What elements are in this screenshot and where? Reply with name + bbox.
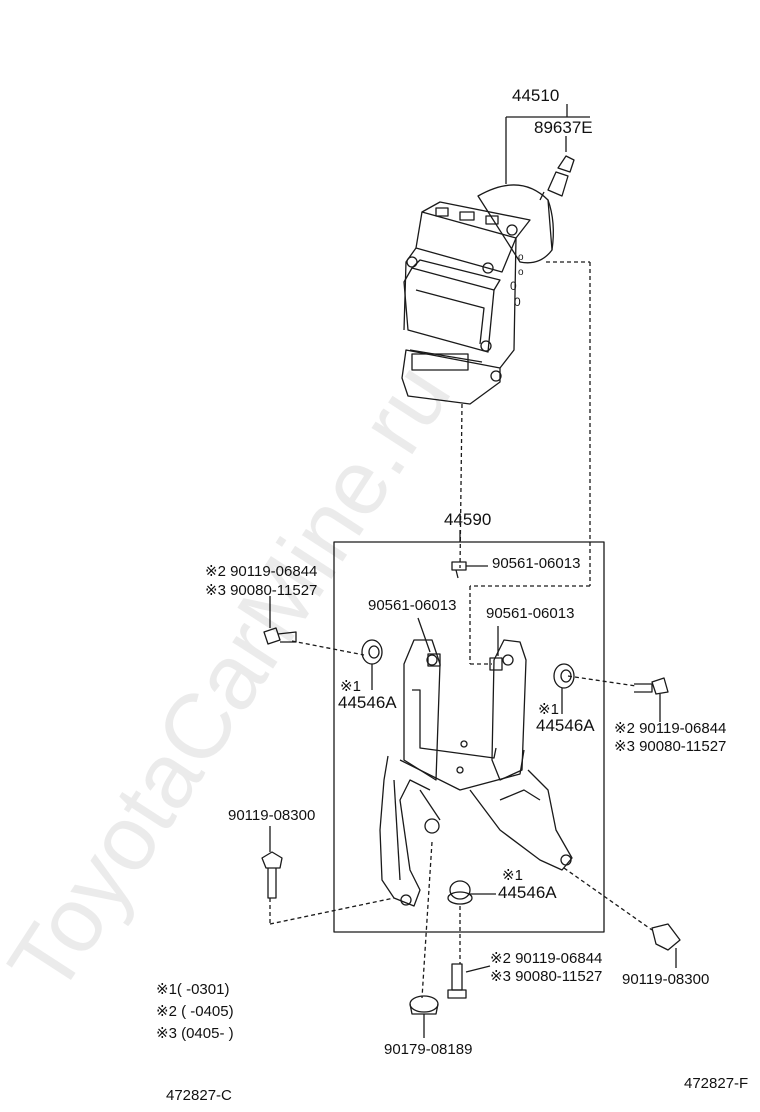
note-1: ※1( -0301) [156, 981, 230, 998]
right-bolt [634, 677, 669, 722]
footer-right-code: 472827-F [684, 1075, 749, 1092]
bracket-44590 [379, 639, 573, 907]
svg-text:o: o [518, 252, 524, 263]
label-right-bolt-2: ※3 90080-11527 [614, 738, 727, 755]
label-left-bolt-2: ※3 90080-11527 [205, 582, 318, 599]
right-nut [489, 626, 503, 671]
label-left-bolt-1: ※2 90119-06844 [205, 563, 318, 580]
label-right-grommet-mark: ※1 [538, 701, 559, 718]
label-left-grommet-mark: ※1 [340, 678, 361, 695]
left-bracket-bolt [261, 826, 283, 899]
label-left-nut: 90561-06013 [368, 597, 457, 614]
note-2: ※2 ( -0405) [156, 1003, 234, 1020]
label-right-bracket-bolt: 90119-08300 [622, 971, 710, 988]
label-left-grommet: 44546A [338, 693, 397, 712]
label-44590: 44590 [444, 510, 492, 529]
footer-left-code: 472827-C [166, 1087, 232, 1104]
abs-actuator-assembly: o o 0 0 [401, 184, 554, 405]
left-bolt [263, 596, 297, 645]
left-grommet [361, 639, 383, 690]
bottom-grommet [447, 880, 496, 905]
assembly-lines [269, 261, 653, 999]
left-nut [417, 617, 441, 667]
bottom-bolt [447, 963, 491, 999]
label-right-bolt-1: ※2 90119-06844 [614, 720, 727, 737]
label-left-bracket-bolt: 90119-08300 [228, 807, 316, 824]
label-89637E: 89637E [534, 118, 593, 137]
label-bottom-grommet: 44546A [498, 883, 557, 902]
bracket-frame [333, 541, 605, 933]
svg-text:o: o [518, 267, 524, 278]
right-bracket-bolt [651, 923, 681, 968]
right-grommet [553, 663, 575, 714]
watermark: ToyotaCarMine.ru [0, 346, 470, 1010]
label-bottom-grommet-mark: ※1 [502, 867, 523, 884]
svg-text:0: 0 [514, 295, 521, 309]
svg-text:0: 0 [510, 279, 517, 293]
label-right-grommet: 44546A [536, 716, 595, 735]
label-bottom-bolt-1: ※2 90119-06844 [490, 950, 603, 967]
note-3: ※3 (0405- ) [156, 1025, 234, 1042]
label-44510: 44510 [512, 86, 560, 105]
label-bottom-screw: 90179-08189 [384, 1041, 473, 1058]
label-bottom-bolt-2: ※3 90080-11527 [490, 968, 603, 985]
sensor-plug [539, 155, 575, 201]
top-nut [451, 561, 488, 579]
label-right-nut: 90561-06013 [486, 605, 575, 622]
label-top-nut: 90561-06013 [492, 555, 581, 572]
bottom-screw [409, 995, 439, 1038]
leader-44510 [505, 104, 590, 184]
